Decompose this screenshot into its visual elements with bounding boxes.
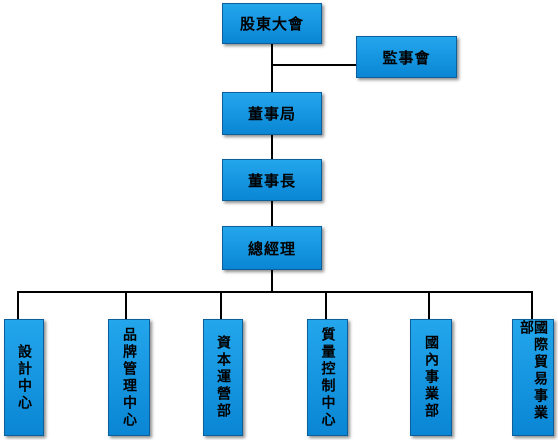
department-node-2: 品牌管理中心 [108,319,150,436]
connector-gm-bus [271,270,273,292]
supervisory-board-node: 監事會 [356,36,457,78]
shareholders-meeting-node: 股東大會 [222,3,322,44]
department-node-6: 國際貿易事業部 [512,319,554,436]
department-node-1: 設計中心 [4,319,44,436]
connector-board-chairman [271,135,273,159]
department-node-4: 質量控制中心 [307,319,348,436]
board-of-directors-node: 董事局 [222,92,322,135]
connector-dept-4 [325,291,327,319]
connector-dept-5 [428,291,430,319]
department-node-3: 資本運營部 [203,319,243,436]
department-node-5: 國內事業部 [410,319,452,436]
connector-dept-3 [220,291,222,319]
connector-department-bus [17,291,533,293]
connector-dept-2 [125,291,127,319]
chairman-node: 董事長 [222,159,322,201]
connector-shareholders-board [271,44,273,92]
general-manager-node: 總經理 [222,226,322,270]
connector-supervisors [271,64,356,66]
connector-dept-1 [17,291,19,319]
connector-chairman-gm [271,201,273,226]
connector-dept-6 [531,291,533,319]
